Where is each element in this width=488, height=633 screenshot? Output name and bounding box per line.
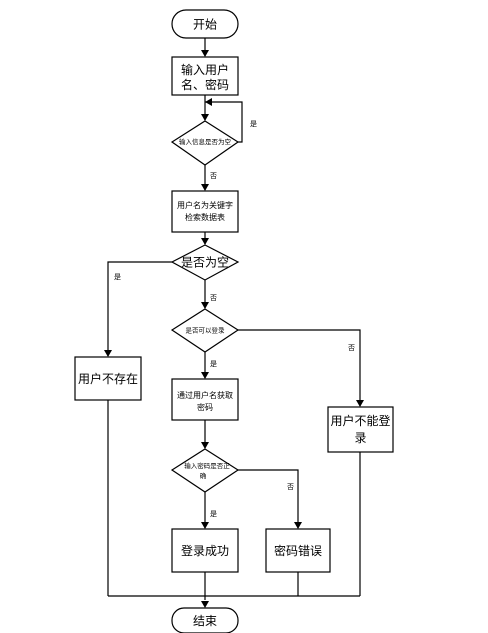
is-empty-label: 是否为空 — [181, 256, 229, 270]
edge-label-loop-yes: 是 — [250, 120, 257, 128]
edge-label-no-1: 否 — [210, 172, 217, 180]
arrowhead — [201, 442, 209, 449]
arrowhead — [294, 522, 302, 529]
input-label-line1: 输入用户 — [181, 62, 229, 77]
edge-labels: 是 否 是 否 否 是 否 是 — [114, 120, 355, 518]
start-label: 开始 — [193, 18, 217, 32]
decision-password-correct: 输入密码是否正 确 — [170, 448, 240, 493]
cannot-login-label-line2: 录 — [354, 431, 366, 445]
check-password-label-line2: 确 — [200, 471, 207, 480]
arrowheads — [104, 50, 364, 608]
decision-can-login: 是否可以登录 — [170, 308, 240, 353]
edge-label-no-2: 否 — [210, 294, 217, 302]
node-query: 用户名为关键字 检索数据表 — [171, 190, 239, 233]
decision-empty-input: 输入信息是否为空 — [170, 120, 240, 166]
arrowhead — [201, 522, 209, 529]
node-password-error: 密码错误 — [265, 528, 331, 573]
cannot-login-label-line1: 用户不能登 — [330, 413, 390, 428]
edge-label-yes-empty: 是 — [114, 273, 121, 281]
arrowhead — [201, 50, 209, 57]
edge-empty-yes — [107, 261, 172, 356]
fetch-label-line2: 密码 — [197, 402, 213, 412]
arrowhead — [205, 98, 212, 106]
arrowhead — [201, 114, 209, 121]
edge-loop-yes — [205, 101, 243, 143]
arrowhead — [104, 350, 112, 357]
fetch-label-line1: 通过用户名获取 — [177, 390, 233, 400]
password-error-label: 密码错误 — [274, 543, 322, 558]
decision-is-empty: 是否为空 — [170, 244, 240, 281]
user-not-exist-label: 用户不存在 — [78, 371, 138, 386]
arrowhead — [201, 238, 209, 245]
arrowhead — [201, 601, 209, 608]
node-login-success: 登录成功 — [171, 528, 239, 573]
edge-label-yes-login: 是 — [210, 360, 217, 368]
node-input: 输入用户 名、密码 — [171, 56, 239, 96]
edge-label-no-password: 否 — [287, 483, 294, 491]
can-login-label: 是否可以登录 — [186, 326, 226, 335]
query-label-line2: 检索数据表 — [185, 212, 225, 222]
check-empty-input-label: 输入信息是否为空 — [179, 137, 232, 146]
check-password-label-line1: 输入密码是否正 — [184, 461, 230, 470]
edge-label-yes-password: 是 — [210, 510, 217, 518]
node-start: 开始 — [171, 9, 239, 39]
arrowhead — [201, 372, 209, 379]
arrowhead — [201, 184, 209, 191]
node-user-not-exist: 用户不存在 — [74, 356, 142, 401]
input-label-line2: 名、密码 — [181, 77, 229, 92]
end-label: 结束 — [193, 614, 217, 628]
query-label-line1: 用户名为关键字 — [177, 200, 233, 210]
connectors — [107, 38, 361, 600]
node-cannot-login: 用户不能登 录 — [327, 406, 394, 453]
arrowhead — [201, 302, 209, 309]
arrowhead — [356, 400, 364, 407]
edge-password-no — [238, 469, 299, 528]
edge-login-no — [238, 329, 361, 406]
node-end: 结束 — [171, 607, 239, 633]
login-success-label: 登录成功 — [181, 543, 229, 558]
edge-label-no-login: 否 — [348, 344, 355, 352]
node-fetch-password: 通过用户名获取 密码 — [171, 378, 239, 421]
